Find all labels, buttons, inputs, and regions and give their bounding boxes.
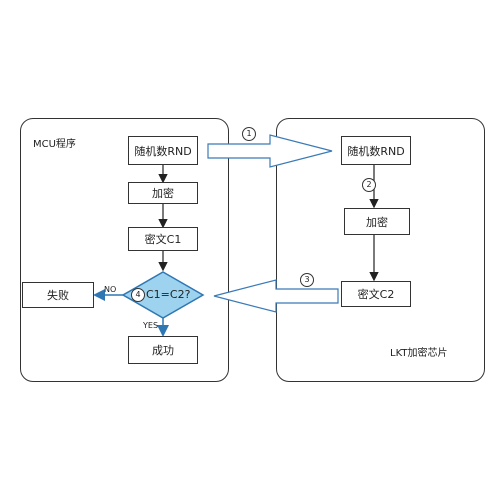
mcu-ciphertext-box: 密文C1 [128,227,198,251]
lkt-ciphertext-box: 密文C2 [341,281,411,307]
lkt-random-box: 随机数RND [341,136,411,165]
lkt-encrypt-box: 加密 [344,208,410,235]
transfer-arrow-rnd [207,134,333,168]
fail-box: 失败 [22,282,94,308]
yes-label: YES [143,321,159,330]
no-label: NO [104,285,117,294]
step-1-marker: 1 [242,127,256,141]
transfer-arrow-c2 [213,279,339,313]
success-box: 成功 [128,336,198,364]
step-4-marker: 4 [131,288,145,302]
mcu-encrypt-box: 加密 [128,182,198,204]
step-2-marker: 2 [362,178,376,192]
lkt-panel-title: LKT加密芯片 [390,348,448,359]
step-3-marker: 3 [300,273,314,287]
mcu-random-box: 随机数RND [128,136,198,165]
compare-label: C1=C2? [146,288,191,301]
mcu-panel-title: MCU程序 [33,139,76,150]
